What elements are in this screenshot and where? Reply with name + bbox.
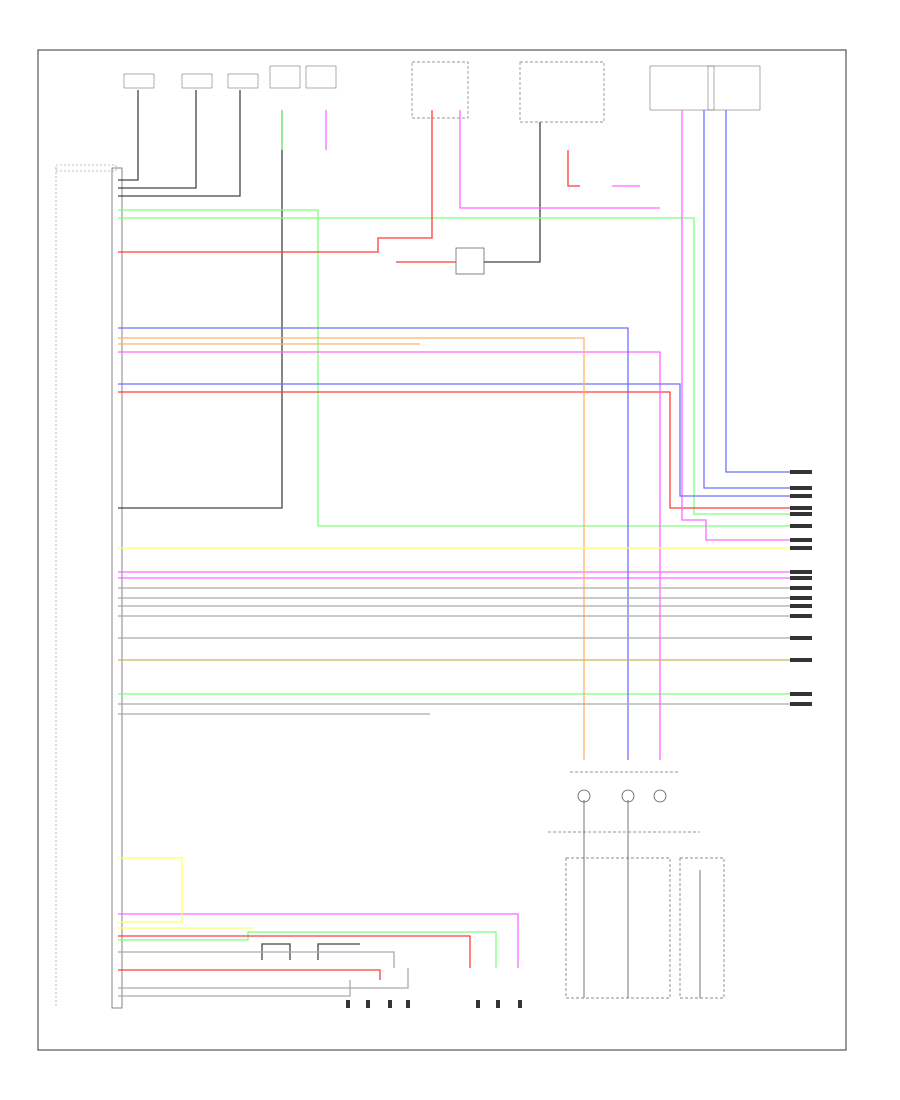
orange-wires: [118, 337, 585, 760]
gray-wires: [118, 587, 812, 997]
main-module-connector: [55, 164, 123, 1009]
top-components: [123, 61, 761, 275]
yellow-wires: [118, 547, 812, 929]
right-connector-stubs: [790, 470, 812, 706]
green-wires: [118, 110, 812, 968]
bottom-connector-pins: [346, 1000, 522, 1008]
pink-wires: [118, 110, 812, 968]
black-wires: [118, 90, 541, 960]
steering-switch-assembly: [548, 771, 725, 999]
diagram-frame: [37, 49, 847, 1051]
red-wires: [118, 110, 812, 980]
